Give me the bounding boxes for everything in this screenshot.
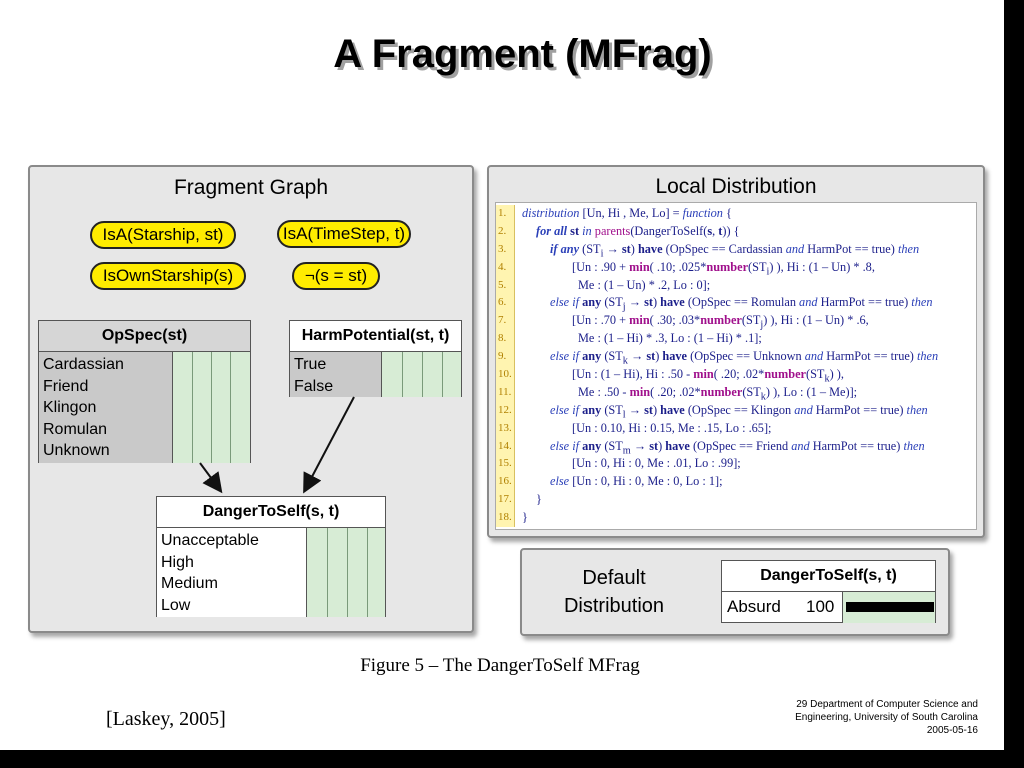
context-node-isa-timestep: IsA(TimeStep, t) <box>277 220 411 248</box>
right-edge-bar <box>1004 0 1024 768</box>
footer-line: 29 Department of Computer Science and <box>796 699 978 710</box>
line-number: 6. <box>498 296 507 309</box>
figure-caption: Figure 5 – The DangerToSelf MFrag <box>360 655 640 676</box>
default-distribution-panel: Default Distribution DangerToSelf(s, t) … <box>520 548 950 636</box>
opspec-node: OpSpec(st) Cardassian Friend Klingon Rom… <box>38 320 251 463</box>
code-line: if any (STi → st) have (OpSpec == Cardas… <box>550 241 920 260</box>
line-number: 4. <box>498 260 507 273</box>
code-lines: distribution [Un, Hi , Me, Lo] = functio… <box>522 205 974 527</box>
opspec-node-title: OpSpec(st) <box>39 321 250 352</box>
default-node-title: DangerToSelf(s, t) <box>722 561 935 592</box>
code-line: [Un : (1 – Hi), Hi : .50 - min( .20; .02… <box>572 367 844 385</box>
line-number: 12. <box>498 403 512 416</box>
default-state-value: 100 <box>806 597 835 616</box>
code-line: [Un : .70 + min( .30; .03*number(STj) ),… <box>572 313 869 331</box>
opspec-states: Cardassian Friend Klingon Romulan Unknow… <box>39 352 173 463</box>
local-distribution-title: Local Distribution <box>655 175 817 198</box>
context-node-isa-starship: IsA(Starship, st) <box>90 221 236 249</box>
code-line: else [Un : 0, Hi : 0, Me : 0, Lo : 1]; <box>550 474 723 489</box>
state-label: Unknown <box>43 442 110 459</box>
line-number: 10. <box>498 368 512 381</box>
harmpotential-probability-grid <box>382 352 461 397</box>
line-number: 3. <box>498 242 507 255</box>
line-number: 17. <box>498 493 512 506</box>
line-number: 18. <box>498 511 512 524</box>
code-line: else if any (STj → st) have (OpSpec == R… <box>550 295 933 313</box>
dangertoself-node: DangerToSelf(s, t) Unacceptable High Med… <box>156 496 386 617</box>
code-line: Me : (1 – Hi) * .3, Lo : (1 – Hi) * .1]; <box>578 331 762 346</box>
context-node-isownstarship: IsOwnStarship(s) <box>90 262 246 290</box>
code-line: [Un : 0.10, Hi : 0.15, Me : .15, Lo : .6… <box>572 420 772 435</box>
distribution-code: 1. 2. 3. 4. 5. 6. 7. 8. 9. 10. 11. 12. 1… <box>495 202 977 530</box>
line-number: 11. <box>498 385 512 398</box>
state-label: True <box>294 356 327 373</box>
state-label: Medium <box>161 575 218 592</box>
code-line: for all st in parents(DangerToSelf(s, t)… <box>536 223 740 238</box>
code-line: else if any (STk → st) have (OpSpec == U… <box>550 349 939 367</box>
dangertoself-probability-grid <box>307 528 385 617</box>
code-line: else if any (STm → st) have (OpSpec == F… <box>550 438 925 457</box>
line-number: 8. <box>498 332 507 345</box>
dangertoself-node-title: DangerToSelf(s, t) <box>157 497 385 528</box>
state-label: Klingon <box>43 399 97 416</box>
code-line: Me : .50 - min( .20; .02*number(STk) ), … <box>578 384 858 403</box>
harmpotential-node: HarmPotential(st, t) True False <box>289 320 462 397</box>
default-probability-bar <box>842 592 935 623</box>
citation: [Laskey, 2005] <box>106 708 226 730</box>
harmpotential-node-title: HarmPotential(st, t) <box>290 321 461 352</box>
fragment-graph-title: Fragment Graph <box>173 176 329 199</box>
line-number: 2. <box>498 224 507 237</box>
code-line: } <box>536 492 542 507</box>
line-number: 9. <box>498 350 507 363</box>
line-number: 14. <box>498 439 512 452</box>
line-number-gutter: 1. 2. 3. 4. 5. 6. 7. 8. 9. 10. 11. 12. 1… <box>496 205 515 527</box>
footer-line: Engineering, University of South Carolin… <box>795 712 978 723</box>
default-state-label: Absurd <box>727 597 781 616</box>
default-dangertoself-node: DangerToSelf(s, t) Absurd 100 <box>721 560 936 623</box>
code-line: [Un : 0, Hi : 0, Me : .01, Lo : .99]; <box>572 456 741 471</box>
context-node-not-equal: ¬(s = st) <box>292 262 380 290</box>
code-line: [Un : .90 + min( .10; .025*number(STi) )… <box>572 259 875 278</box>
default-distribution-title-line1: Default <box>582 567 646 589</box>
default-distribution-title: Default Distribution <box>544 564 684 620</box>
code-line: distribution [Un, Hi , Me, Lo] = functio… <box>522 206 732 220</box>
bottom-edge-bar <box>0 750 1024 768</box>
state-label: Cardassian <box>43 356 124 373</box>
line-number: 1. <box>498 207 507 219</box>
harmpotential-states: True False <box>290 352 382 397</box>
state-label: High <box>161 553 194 571</box>
line-number: 5. <box>498 278 507 291</box>
code-line: else if any (STl → st) have (OpSpec == K… <box>550 402 928 421</box>
default-distribution-title-line2: Distribution <box>563 595 665 617</box>
state-label: False <box>294 377 334 395</box>
opspec-probability-grid <box>173 352 250 463</box>
dangertoself-states: Unacceptable High Medium Low <box>157 528 307 617</box>
line-number: 15. <box>498 457 512 470</box>
footer-line: 2005-05-16 <box>926 725 978 736</box>
line-number: 7. <box>498 314 507 327</box>
line-number: 13. <box>498 421 512 434</box>
code-line: } <box>522 510 528 525</box>
state-label: Unacceptable <box>161 532 259 549</box>
slide-footer: 29 Department of Computer Science and En… <box>795 698 978 737</box>
line-number: 16. <box>498 475 512 488</box>
slide-title: A Fragment (MFrag) <box>333 32 712 76</box>
state-label: Romulan <box>43 420 108 438</box>
state-label: Friend <box>43 377 89 395</box>
code-line: Me : (1 – Un) * .2, Lo : 0]; <box>578 277 711 292</box>
state-label: Low <box>161 596 191 614</box>
